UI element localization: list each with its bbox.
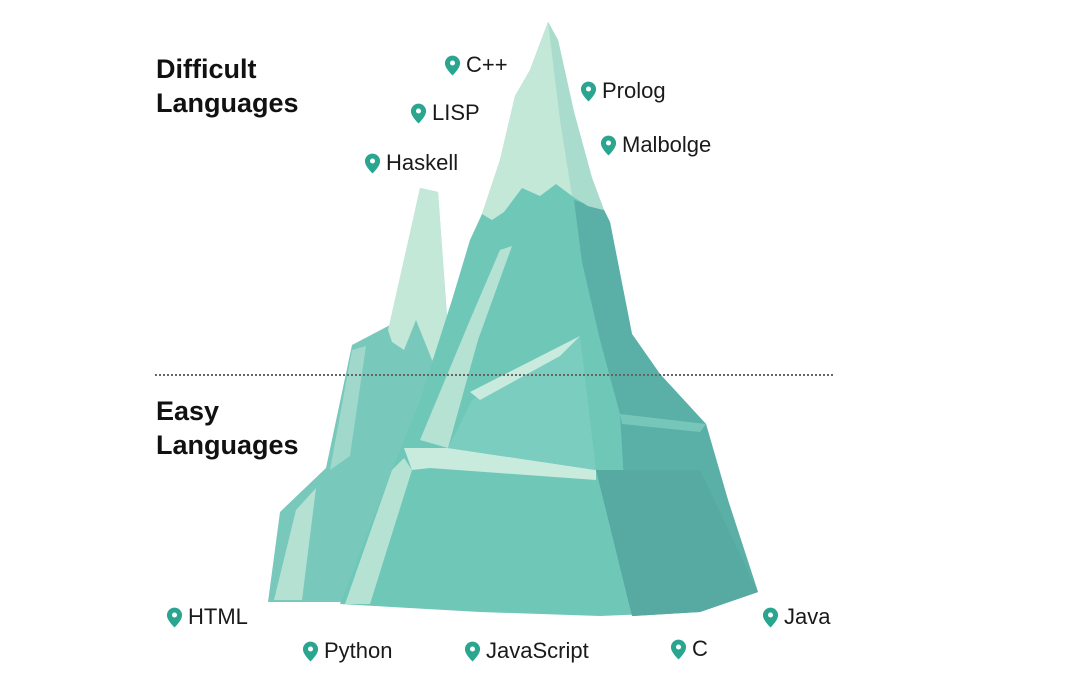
left-ridge-highlight-2 — [330, 346, 366, 470]
label-python: Python — [302, 638, 393, 664]
lang-name-javascript: JavaScript — [486, 638, 589, 663]
label-haskell: Haskell — [364, 150, 458, 176]
label-html: HTML — [166, 604, 248, 630]
easy-title-line-2: Languages — [156, 430, 299, 460]
main-peak-lower-shadow — [596, 470, 758, 616]
label-c: C — [670, 636, 708, 662]
lang-name-haskell: Haskell — [386, 150, 459, 175]
difficulty-divider-line — [155, 374, 833, 376]
map-pin-icon — [464, 641, 481, 661]
lang-name-cpp: C++ — [466, 52, 508, 77]
label-java: Java — [762, 604, 830, 630]
lang-name-lisp: LISP — [432, 100, 480, 125]
map-pin-icon — [600, 135, 617, 155]
lang-name-prolog: Prolog — [602, 78, 666, 103]
right-ledge — [620, 414, 706, 432]
map-pin-icon — [364, 153, 381, 173]
main-peak-snow-shade — [548, 22, 604, 210]
lang-name-malbolge: Malbolge — [622, 132, 712, 157]
face-crack — [470, 336, 580, 400]
label-javascript: JavaScript — [464, 638, 589, 664]
ridge-highlight-lower — [345, 458, 412, 604]
map-pin-icon — [166, 607, 183, 627]
map-pin-icon — [302, 641, 319, 661]
easy-title-line-1: Easy — [156, 396, 220, 426]
difficult-title-line-1: Difficult — [156, 54, 257, 84]
difficult-languages-title: Difficult Languages — [156, 52, 299, 120]
difficult-title-line-2: Languages — [156, 88, 299, 118]
face-light — [448, 336, 596, 470]
lang-name-c: C — [692, 636, 708, 661]
ridge-highlight-center — [420, 246, 512, 448]
left-peak-snow — [388, 188, 449, 360]
lang-name-python: Python — [324, 638, 393, 663]
label-cpp: C++ — [444, 52, 508, 78]
map-pin-icon — [444, 55, 461, 75]
ledge-highlight — [404, 448, 596, 480]
label-malbolge: Malbolge — [600, 132, 711, 158]
map-pin-icon — [762, 607, 779, 627]
map-pin-icon — [580, 81, 597, 101]
map-pin-icon — [670, 639, 687, 659]
lang-name-java: Java — [784, 604, 831, 629]
easy-languages-title: Easy Languages — [156, 394, 299, 462]
lang-name-html: HTML — [188, 604, 248, 629]
label-lisp: LISP — [410, 100, 480, 126]
left-ridge-highlight — [274, 488, 316, 600]
map-pin-icon — [410, 103, 427, 123]
label-prolog: Prolog — [580, 78, 666, 104]
